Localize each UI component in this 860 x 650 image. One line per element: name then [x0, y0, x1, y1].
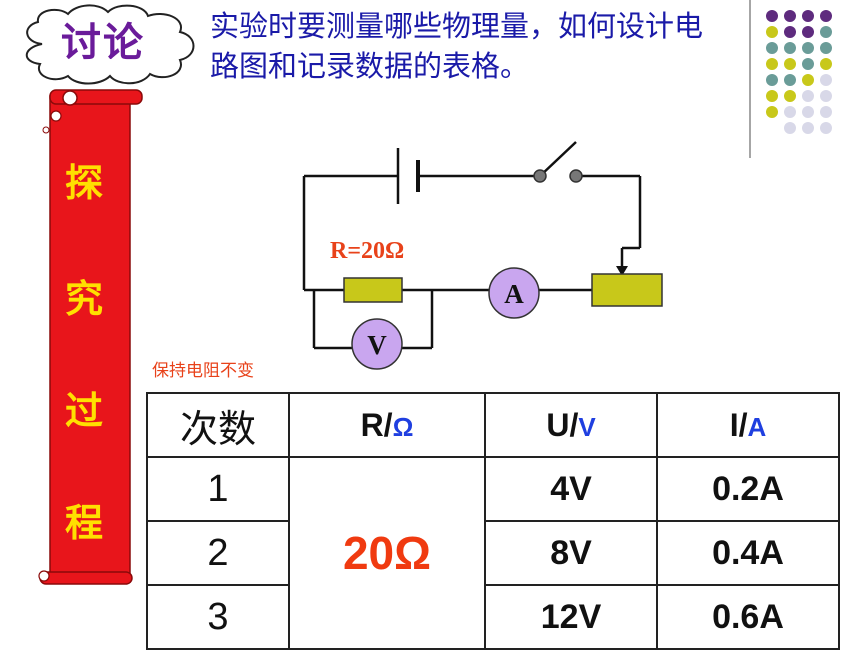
slider-arrow	[616, 266, 628, 276]
row-2-current: 0.4A	[656, 520, 840, 586]
decorative-dot	[802, 26, 814, 38]
header-current: I/A	[656, 392, 840, 458]
rheostat	[591, 273, 663, 307]
decorative-dot	[766, 106, 778, 118]
decorative-dot	[820, 106, 832, 118]
table-row: 3 12V 0.6A	[146, 584, 840, 650]
resistor	[343, 277, 403, 303]
decorative-dot	[820, 42, 832, 54]
decorative-dot	[784, 10, 796, 22]
decorative-dot	[802, 42, 814, 54]
question-text: 实验时要测量哪些物理量，如何设计电 路图和记录数据的表格。	[210, 6, 790, 86]
scroll-char-3: 过	[64, 389, 103, 433]
decorative-dot	[820, 122, 832, 134]
ammeter-label: A	[504, 279, 524, 309]
table-row: 2 8V 0.4A	[146, 520, 840, 586]
scroll-char-1: 探	[64, 161, 103, 205]
decorative-dot	[820, 26, 832, 38]
table-header-row: 次数 R/Ω U/V I/A	[146, 392, 840, 458]
row-2-voltage: 8V	[484, 520, 658, 586]
ammeter	[488, 267, 540, 319]
row-3-voltage: 12V	[484, 584, 658, 650]
row-1-count: 1	[146, 456, 290, 522]
decorative-dot	[820, 10, 832, 22]
decorative-dot	[766, 42, 778, 54]
scroll-char-2: 究	[64, 277, 103, 321]
decorative-dot	[784, 74, 796, 86]
header-count: 次数	[146, 392, 290, 458]
row-1-current: 0.2A	[656, 456, 840, 522]
decorative-dot	[802, 58, 814, 70]
decorative-dot	[784, 90, 796, 102]
scroll-char-4: 程	[64, 501, 103, 545]
decorative-dot	[784, 42, 796, 54]
question-line-1: 实验时要测量哪些物理量，如何设计电	[210, 9, 704, 43]
row-2-count: 2	[146, 520, 290, 586]
row-1-voltage: 4V	[484, 456, 658, 522]
scroll-banner	[38, 89, 143, 585]
row-3-current: 0.6A	[656, 584, 840, 650]
decorative-dot	[766, 90, 778, 102]
switch-contact-right	[569, 169, 583, 183]
decorative-dot	[820, 58, 832, 70]
voltmeter-label: V	[367, 330, 387, 360]
header-resistance: R/Ω	[288, 392, 486, 458]
switch-blade	[539, 141, 577, 177]
discussion-label: 讨论	[61, 20, 145, 66]
decorative-dot	[802, 122, 814, 134]
resistance-value: 20Ω	[288, 456, 486, 650]
decorative-dots	[749, 0, 832, 158]
decorative-dot	[802, 106, 814, 118]
decorative-dot	[802, 74, 814, 86]
decorative-dot	[784, 26, 796, 38]
decorative-dot	[784, 122, 796, 134]
decorative-dot	[766, 58, 778, 70]
row-3-count: 3	[146, 584, 290, 650]
decorative-dot	[802, 10, 814, 22]
decorative-dot	[802, 90, 814, 102]
decorative-dot	[820, 90, 832, 102]
resistor-value-label: R=20Ω	[330, 238, 405, 264]
circuit-diagram: A V	[302, 141, 663, 370]
question-line-2: 路图和记录数据的表格。	[210, 49, 530, 83]
decorative-dot	[766, 26, 778, 38]
discussion-cloud-badge	[25, 4, 195, 85]
decorative-dot	[784, 106, 796, 118]
constant-resistance-note: 保持电阻不变	[152, 361, 254, 381]
decorative-dot	[820, 74, 832, 86]
decorative-dot	[784, 58, 796, 70]
header-voltage: U/V	[484, 392, 658, 458]
decorative-dot	[766, 74, 778, 86]
voltmeter	[351, 318, 403, 370]
data-table: 次数 R/Ω U/V I/A 1 20Ω 4V 0.2A 2 8V 0.4A 3…	[146, 392, 840, 650]
table-row: 1 20Ω 4V 0.2A	[146, 456, 840, 650]
decorative-dot	[766, 10, 778, 22]
switch-contact-left	[533, 169, 547, 183]
